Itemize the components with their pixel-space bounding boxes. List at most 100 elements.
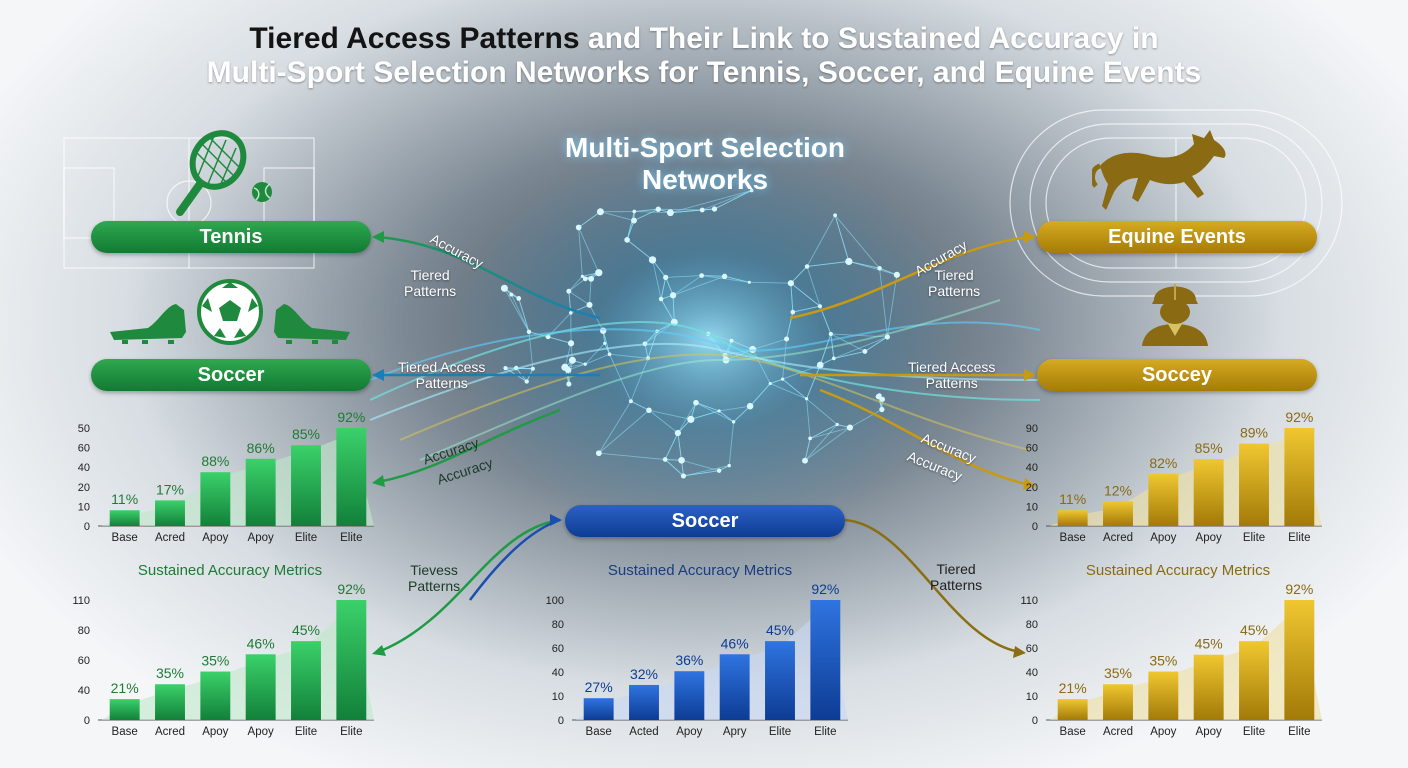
- network-edge: [602, 330, 611, 355]
- y-tick-label: 100: [546, 595, 564, 607]
- bar-value-label: 11%: [111, 491, 138, 507]
- soccer-cleat-icon-right: [274, 304, 350, 344]
- tennis-label: Tennis: [91, 221, 371, 253]
- network-edge: [834, 215, 880, 269]
- flow-label-left-access-2: Patterns: [415, 375, 468, 391]
- trend-area: [1050, 606, 1322, 720]
- network-edge: [648, 409, 679, 434]
- network-edge: [634, 208, 659, 212]
- network-edge: [677, 402, 697, 434]
- network-node: [879, 406, 885, 413]
- title-line2: Multi-Sport Selection Networks for Tenni…: [206, 56, 1202, 89]
- network-edge: [578, 211, 601, 228]
- network-node: [816, 361, 824, 369]
- x-tick-label: Acred: [155, 532, 185, 544]
- network-edge: [733, 405, 751, 423]
- network-node: [717, 409, 721, 413]
- equine-events-label: Equine Events: [1037, 221, 1317, 253]
- y-tick-label: 60: [1026, 643, 1038, 655]
- network-edge: [589, 278, 592, 305]
- bar-value-label: 17%: [156, 481, 184, 497]
- bar-value-label: 35%: [201, 653, 229, 669]
- tennis-racket-icon: [176, 130, 247, 216]
- y-tick-label: 40: [1026, 667, 1038, 679]
- network-node: [879, 396, 885, 402]
- flow-label-left-access: Tiered Access Patterns: [398, 359, 485, 391]
- soccer-cleat-icon: [110, 304, 186, 344]
- network-edge: [849, 409, 883, 428]
- bar: [1284, 600, 1315, 720]
- left-arrows: [377, 235, 601, 654]
- bar: [245, 458, 276, 526]
- y-tick-label: 60: [552, 643, 564, 655]
- network-node: [699, 207, 705, 213]
- network-node: [568, 311, 573, 315]
- network-node: [729, 338, 734, 343]
- network-edge: [833, 350, 866, 359]
- network-node: [526, 329, 532, 335]
- soccer-label-center: Soccer: [565, 505, 845, 537]
- network-edge: [770, 383, 807, 400]
- flow-label-right-tiered-bottom: Tiered Patterns: [930, 561, 982, 593]
- network-edge: [690, 410, 720, 420]
- x-tick-label: Acted: [629, 726, 658, 738]
- network-node: [582, 276, 588, 282]
- x-tick-label: Elite: [1288, 532, 1310, 544]
- x-tick-label: Apoy: [202, 726, 228, 738]
- x-tick-label: Elite: [1243, 532, 1265, 544]
- y-tick-label: 20: [78, 482, 90, 494]
- flow-label-right-tiered-bottom-2: Patterns: [930, 577, 983, 593]
- network-node: [808, 436, 812, 441]
- bar-value-label: 86%: [247, 440, 275, 456]
- flow-label-left-tiered-2: Patterns: [404, 283, 457, 299]
- network-node: [516, 296, 522, 301]
- network-edge: [670, 209, 703, 214]
- network-node: [567, 340, 575, 347]
- bar: [765, 641, 795, 720]
- network-node: [566, 381, 572, 387]
- x-tick-label: Elite: [295, 726, 317, 738]
- flow-label-right-access-2: Patterns: [925, 375, 978, 391]
- bar-value-label: 82%: [1149, 455, 1177, 471]
- network-node: [603, 341, 607, 345]
- network-edge: [770, 378, 783, 384]
- bar: [1148, 671, 1179, 720]
- trend-area: [576, 606, 848, 720]
- jockey-icon: [1142, 284, 1208, 346]
- bar-value-label: 45%: [1240, 622, 1268, 638]
- network-node: [749, 188, 754, 193]
- y-tick-label: 90: [1026, 423, 1038, 435]
- network-node: [566, 288, 572, 294]
- bar-value-label: 92%: [337, 581, 365, 597]
- network-node: [768, 381, 772, 386]
- network-node: [711, 206, 718, 212]
- flow-label-right-tiered-bottom-1: Tiered: [936, 561, 976, 577]
- chart-3-title: Sustained Accuracy Metrics: [607, 562, 793, 579]
- network-node: [568, 356, 576, 364]
- network-node: [862, 349, 868, 354]
- x-tick-label: Apoy: [1150, 532, 1176, 544]
- chart-soccer-sustained-accuracy: 040608011021%Base35%Acred35%Apoy46%Apoy4…: [72, 581, 374, 738]
- network-node: [583, 362, 587, 366]
- network-node: [835, 422, 839, 427]
- network-edge: [701, 275, 750, 283]
- network-edge: [665, 277, 674, 296]
- network-edge: [578, 227, 600, 273]
- bar-value-label: 35%: [1104, 665, 1132, 681]
- network-edge: [672, 295, 675, 323]
- title-line1-rest: and Their Link to Sustained Accuracy in: [579, 22, 1159, 55]
- network-node: [780, 377, 785, 381]
- y-tick-label: 20: [1026, 482, 1038, 494]
- network-edge: [864, 336, 888, 352]
- bar: [109, 699, 140, 720]
- network-node: [746, 402, 754, 410]
- bar-value-label: 45%: [292, 622, 320, 638]
- trend-area: [102, 606, 374, 720]
- bar: [1057, 510, 1088, 526]
- network-edge: [598, 452, 666, 460]
- flow-label-left-tiered: Tiered Patterns: [404, 267, 456, 299]
- network-edge: [701, 275, 725, 277]
- y-tick-label: 0: [558, 715, 564, 727]
- network-edge: [804, 427, 851, 462]
- title-highlight: Tiered Access Patterns: [249, 22, 580, 55]
